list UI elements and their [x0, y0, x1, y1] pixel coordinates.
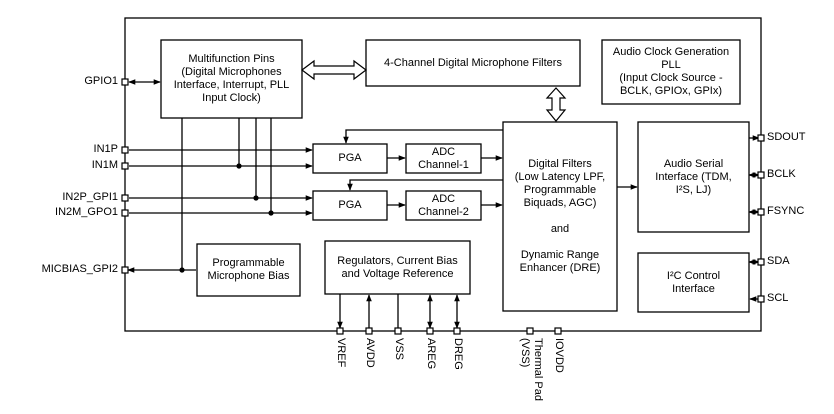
bclk-label: BCLK — [767, 168, 796, 180]
text-line: BCLK, GPIOx, GPIx) — [619, 85, 723, 97]
text-line: Thermal Pad — [532, 338, 544, 401]
fsync-label: FSYNC — [767, 205, 805, 217]
text-line: and — [550, 223, 570, 235]
pin-fsync — [757, 208, 765, 216]
vref-label: VREF — [335, 338, 347, 368]
pin-sda — [757, 258, 765, 266]
text-line: Programmable — [523, 184, 597, 196]
pin-thermal-pad — [526, 327, 534, 335]
text-line: Microphone Bias — [207, 270, 290, 282]
text-line: Audio Serial — [663, 157, 724, 170]
pga1-text: PGA — [313, 144, 387, 173]
text-line: (VSS) — [519, 338, 531, 368]
text-line: PGA — [338, 152, 362, 164]
pin-in2p — [121, 194, 129, 202]
text-line: Dynamic Range — [520, 249, 600, 261]
pin-avdd — [365, 327, 373, 335]
text-line: Interface — [672, 282, 715, 295]
audio-clock-block — [601, 39, 741, 105]
pin-bclk — [757, 171, 765, 179]
areg-label: AREG — [425, 338, 437, 370]
pin-dreg — [453, 327, 461, 335]
text-line: 4-Channel Digital Microphone Filters — [384, 56, 562, 69]
pin-sdout — [757, 134, 765, 142]
text-line: (Low Latency LPF, — [514, 171, 606, 183]
pin-in2m — [121, 209, 129, 217]
text-line: Input Clock) — [202, 92, 261, 104]
text-line: Digital Filters — [528, 158, 592, 170]
text-line: Interface (TDM, — [655, 170, 732, 183]
text-line: and Voltage Reference — [341, 267, 454, 280]
text-line: PGA — [338, 199, 362, 211]
text-line: Enhancer (DRE) — [519, 262, 601, 274]
text-line: PLL — [661, 59, 681, 71]
text-line: Audio Clock Generation — [612, 46, 730, 58]
text-line — [558, 236, 561, 249]
pin-iovdd — [554, 327, 562, 335]
filters-to-digital-filters-bus — [545, 87, 567, 122]
sdout-label: SDOUT — [767, 131, 806, 143]
text-line: Biquads, AGC) — [523, 197, 597, 209]
pin-vss — [394, 327, 402, 335]
i2c-block — [637, 252, 750, 313]
in1m-label: IN1M — [91, 159, 118, 171]
gpio1-label: GPIO1 — [84, 75, 118, 87]
avdd-label: AVDD — [364, 338, 376, 368]
pin-in1p — [121, 146, 129, 154]
micbias-label: MICBIAS_GPI2 — [41, 263, 118, 275]
text-line: ADC — [431, 192, 456, 205]
digital-filters-block — [502, 121, 618, 312]
text-line: Channel-2 — [418, 205, 469, 218]
mic-filters-block — [365, 39, 581, 87]
multifunction-pins-block — [160, 39, 303, 119]
text-line: Programmable — [212, 257, 285, 269]
scl-label: SCL — [767, 292, 789, 304]
text-line: (Input Clock Source - — [619, 72, 723, 84]
thermal-pad-label: Thermal Pad(VSS) — [518, 338, 544, 401]
dreg-label: DREG — [452, 338, 464, 370]
pga2-text: PGA — [313, 191, 387, 220]
mic-filters-text: 4-Channel Digital Microphone Filters — [366, 40, 580, 86]
pin-scl — [757, 295, 765, 303]
text-line: Multifunction Pins — [188, 53, 275, 65]
pin-areg — [426, 327, 434, 335]
pin-in1m — [121, 162, 129, 170]
digital-filters-text: Digital Filters(Low Latency LPF,Programm… — [503, 122, 617, 311]
in1p-label: IN1P — [93, 143, 118, 155]
text-line — [558, 210, 561, 223]
text-line: Interface, Interrupt, PLL — [173, 79, 290, 91]
text-line: ADC — [431, 145, 456, 158]
in2m-label: IN2M_GPO1 — [55, 206, 118, 218]
iovdd-label: IOVDD — [553, 338, 565, 373]
text-line: (Digital Microphones — [181, 66, 282, 78]
pin-gpio1 — [121, 78, 129, 86]
vss-label: VSS — [393, 338, 405, 361]
pin-vref — [336, 327, 344, 335]
text-line: Regulators, Current Bias — [337, 254, 458, 267]
pin-micbias — [121, 266, 129, 274]
text-line: I²C Control — [666, 269, 721, 282]
in2p-label: IN2P_GPI1 — [62, 191, 118, 203]
multifunction-to-filters-bus — [301, 59, 367, 81]
text-line: I²S, LJ) — [675, 183, 712, 196]
text-line: Channel-1 — [418, 158, 469, 171]
mic-bias-block — [196, 243, 301, 297]
sda-label: SDA — [767, 255, 790, 267]
